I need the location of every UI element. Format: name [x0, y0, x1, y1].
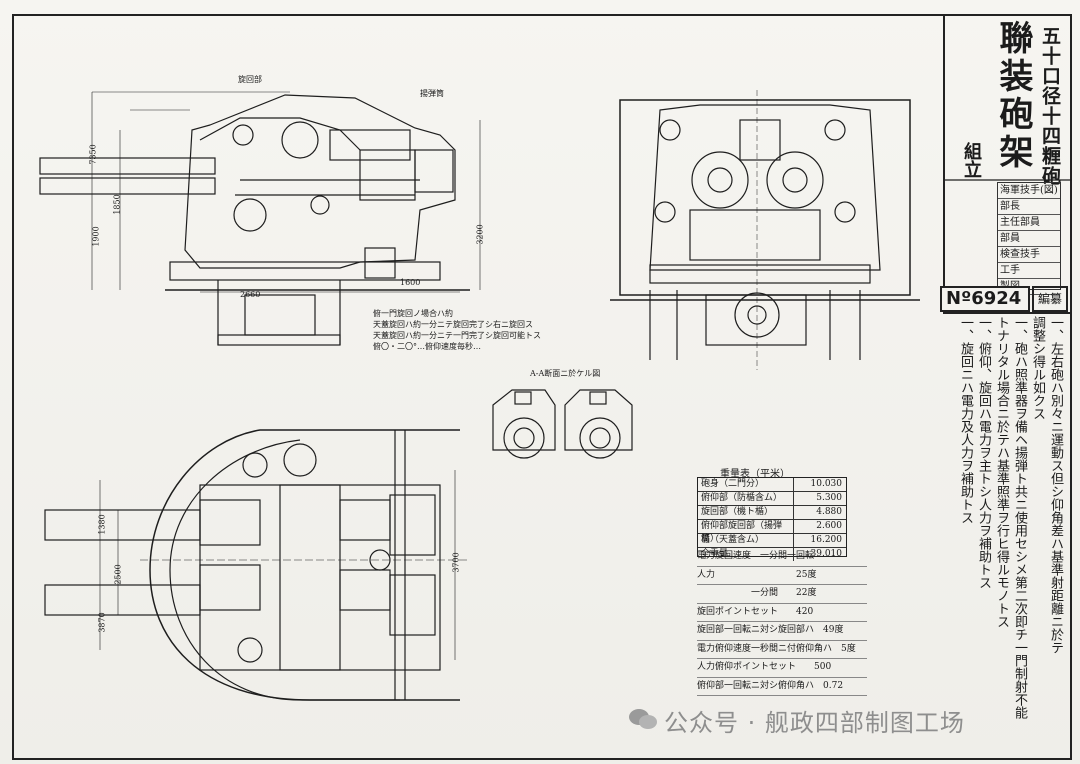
- plan-view: [44, 429, 470, 701]
- signature-row: 検查技手: [998, 247, 1060, 263]
- drawing-number: Nº6924: [940, 286, 1030, 312]
- performance-line: 電力旋回速度 一分間一回転: [697, 548, 867, 567]
- table-row: 俯仰部旋回部（揚弾筒） 2.600: [698, 520, 846, 544]
- top-label: 旋回部: [238, 75, 262, 84]
- table-cell: 俯仰部（防楯含ム）: [698, 492, 794, 505]
- table-cell: 5.300: [816, 493, 842, 503]
- title-line-1: 五十口径十四糎砲: [1039, 26, 1061, 186]
- table-row: 全重量 39.010: [698, 548, 846, 561]
- performance-line: 俯仰部一回転ニ対シ俯仰角ハ 0.72: [697, 678, 867, 696]
- dim-1: 7350: [88, 144, 98, 165]
- table-cell: 砲身（二門分）: [698, 478, 794, 491]
- table-cell: 2.600: [816, 521, 842, 531]
- side-elevation-view: [39, 91, 481, 346]
- side-label: 揚弾筒: [420, 89, 444, 98]
- note-2: 調整シ得ル如クス: [1030, 316, 1045, 420]
- performance-line: 人力俯仰ポイントセット 500: [697, 659, 867, 678]
- table-cell: 39.010: [810, 549, 843, 559]
- side-note-line: 天蓋旋回ハ約一分ニテ旋回完了シ右ニ旋回ス: [373, 320, 533, 329]
- dim-6: 2660: [240, 290, 261, 299]
- table-row: 楯（天蓋含ム） 16.200: [698, 534, 846, 548]
- signature-row: 部長: [998, 199, 1060, 215]
- weight-table-title: 重量表（平米）: [720, 469, 790, 480]
- side-note-line: 俯一門旋回ノ場合ハ約: [373, 309, 453, 318]
- signature-row: 部員: [998, 231, 1060, 247]
- signature-row: 工手: [998, 263, 1060, 279]
- dim-2: 1850: [112, 194, 122, 215]
- performance-line: 一分間 22度: [697, 585, 867, 604]
- signature-row: 海軍技手(図): [998, 183, 1060, 199]
- note-4: トナリタル場合ニ於テハ基準照準ヲ行ヒ得ルモノトス: [994, 316, 1009, 628]
- dim-4: 3200: [475, 224, 485, 245]
- watermark-text: 公众号 · 舰政四部制图工场: [664, 709, 965, 737]
- performance-notes: 電力旋回速度 一分間一回転 人力 25度 一分間 22度 旋回ポイントセット 4…: [697, 548, 867, 696]
- dim-3: 1900: [91, 226, 101, 247]
- signature-row: 主任部員: [998, 215, 1060, 231]
- table-cell: 全重量: [698, 548, 794, 561]
- table-row: 俯仰部（防楯含ム） 5.300: [698, 492, 846, 506]
- front-elevation-view: [610, 90, 920, 370]
- table-cell: 16.200: [810, 535, 843, 545]
- performance-line: 旋回ポイントセット 420: [697, 604, 867, 622]
- drawing-frame: [12, 14, 1072, 760]
- title-line-2: 聯装砲架: [993, 20, 1033, 172]
- table-cell: 4.880: [816, 507, 842, 517]
- weight-table: 砲身（二門分） 10.030 俯仰部（防楯含ム） 5.300 旋回部（機ト楯） 4.8…: [697, 477, 847, 561]
- dim-10: 3700: [451, 552, 461, 573]
- note-1: 一、左右砲ハ別々ニ運動ス但シ仰角差ハ基準射距離ニ於テ: [1048, 316, 1063, 654]
- performance-line: 電力俯仰速度一秒間ニ付俯仰角ハ 5度: [697, 641, 867, 659]
- hen-box: 編纂: [1032, 286, 1068, 312]
- title-line-3: 組立: [961, 142, 982, 178]
- table-row: 旋回部（機ト楯） 4.880: [698, 506, 846, 520]
- wechat-icon: [629, 709, 657, 729]
- dim-5: 1600: [400, 278, 421, 287]
- section-aa-view: [492, 389, 633, 459]
- dim-8: 2500: [113, 564, 123, 585]
- performance-line: 旋回部一回転ニ対シ旋回部ハ 49度: [697, 622, 867, 641]
- side-note-line: 俯〇・二〇°…俯仰速度毎秒…: [373, 342, 481, 351]
- dim-7: 1380: [97, 514, 107, 535]
- table-cell: 俯仰部旋回部（揚弾筒）: [698, 520, 794, 544]
- note-6: 一、旋回ニハ電力及人力ヲ補助トス: [958, 316, 973, 524]
- section-aa-label: A-A断面ニ於ケル図: [530, 369, 601, 378]
- table-cell: 旋回部（機ト楯）: [698, 506, 794, 519]
- table-row: 砲身（二門分） 10.030: [698, 478, 846, 492]
- note-5: 一、俯仰、旋回ハ電力ヲ主トシ人力ヲ補助トス: [976, 316, 991, 589]
- note-3: 一、砲ハ照準器ヲ備ヘ揚弾ト共ニ使用セシメ第二次即チ一門制射不能: [1012, 316, 1027, 719]
- side-note: 俯一門旋回ノ場合ハ約 天蓋旋回ハ約一分ニテ旋回完了シ右ニ旋回ス 天蓋旋回ハ約一分…: [373, 308, 541, 352]
- table-cell: 10.030: [810, 479, 843, 489]
- performance-line: 人力 25度: [697, 567, 867, 585]
- dim-9: 3870: [97, 612, 107, 633]
- title-block: 五十口径十四糎砲 聯装砲架 組立: [943, 14, 1072, 314]
- table-cell: 楯（天蓋含ム）: [698, 534, 794, 547]
- signature-table: 海軍技手(図) 部長 主任部員 部員 検查技手 工手 製図: [997, 182, 1061, 295]
- side-note-line: 天蓋旋回ハ約一分ニテ一門完了シ旋回可能トス: [373, 331, 541, 340]
